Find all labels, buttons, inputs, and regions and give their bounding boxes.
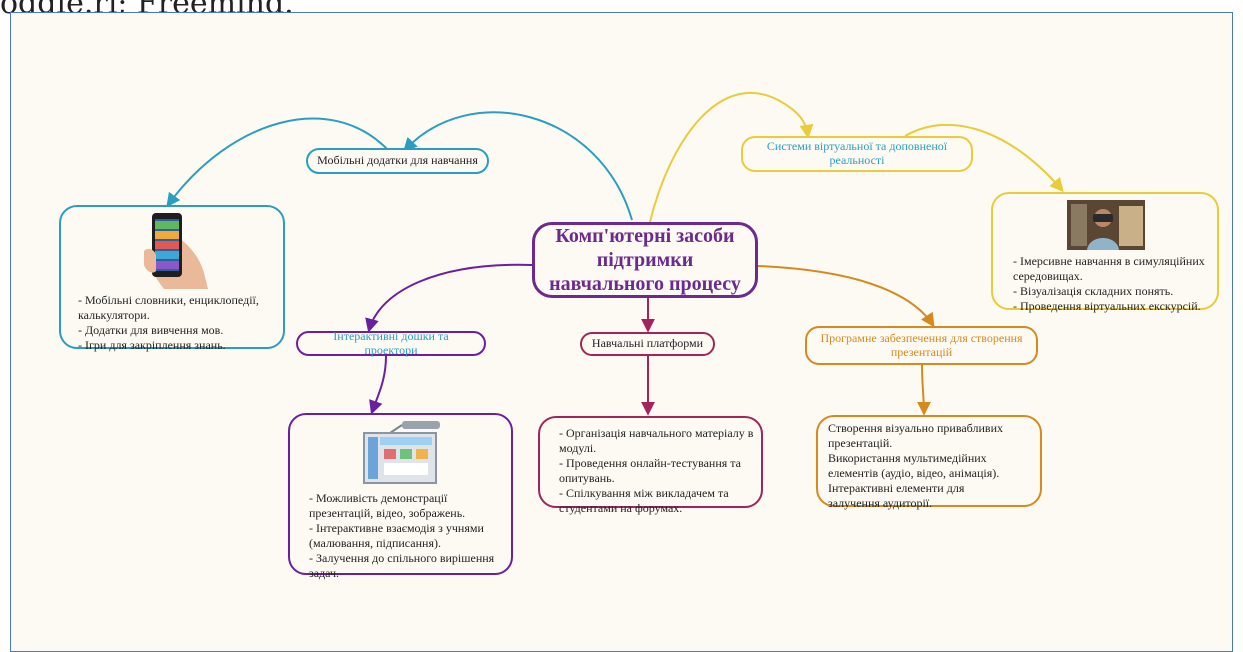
learning-platforms-details-text: - Організація навчального матеріалу в мо… <box>559 426 754 515</box>
connector-whiteboards-to-details <box>369 355 387 415</box>
presentation-software-details-node[interactable]: Створення візуально привабливих презента… <box>816 415 1042 510</box>
interactive-whiteboard-icon <box>363 421 440 484</box>
branch-mobile-apps[interactable]: Мобільні додатки для навчання <box>306 148 489 174</box>
branch-learning-platforms-label: Навчальні платформи <box>591 336 704 351</box>
connector-presentations-to-details <box>916 364 931 416</box>
connector-lines <box>166 92 1064 416</box>
connector-central-to-vr <box>649 92 814 223</box>
vr-ar-details-text: - Імерсивне навчання в симуляційних сере… <box>1013 254 1205 313</box>
vr-headset-user-icon <box>1067 200 1145 250</box>
connector-central-to-presentations <box>757 265 935 328</box>
central-topic-node[interactable]: Комп'ютерні засоби підтримки навчального… <box>532 222 758 298</box>
mobile-apps-details-node[interactable]: - Мобільні словники, енциклопедії, кальк… <box>59 205 285 352</box>
whiteboards-details-node[interactable]: - Можливість демонстрації презентацій, в… <box>288 413 513 580</box>
mobile-apps-details-text: - Мобільні словники, енциклопедії, кальк… <box>78 293 259 352</box>
connector-mobile-to-details <box>166 117 389 208</box>
branch-presentation-software[interactable]: Програмне забезпечення для створення пре… <box>805 326 1038 365</box>
learning-platforms-details-node[interactable]: - Організація навчального матеріалу в мо… <box>538 416 763 515</box>
central-topic-title: Комп'ютерні засоби підтримки навчального… <box>549 225 741 295</box>
branch-whiteboards[interactable]: Інтерактивні дошки та проектори <box>296 328 486 357</box>
connector-central-to-whiteboards <box>365 263 533 333</box>
branch-learning-platforms[interactable]: Навчальні платформи <box>580 332 715 356</box>
branch-vr-ar[interactable]: Системи віртуальної та доповненої реальн… <box>741 136 973 172</box>
vr-ar-details-node[interactable]: - Імерсивне навчання в симуляційних сере… <box>991 192 1219 313</box>
branch-presentation-software-label: Програмне забезпечення для створення пре… <box>820 330 1023 359</box>
connector-vr-to-details <box>904 123 1064 193</box>
branch-vr-ar-label: Системи віртуальної та доповненої реальн… <box>766 139 948 167</box>
smartphone-in-hand-icon <box>144 213 208 289</box>
presentation-software-details-text: Створення візуально привабливих презента… <box>828 421 1003 510</box>
branch-whiteboards-label: Інтерактивні дошки та проектори <box>333 328 449 357</box>
branch-mobile-apps-label: Мобільні додатки для навчання <box>317 153 478 168</box>
connector-central-to-mobile <box>403 111 633 221</box>
whiteboards-details-text: - Можливість демонстрації презентацій, в… <box>309 491 495 580</box>
